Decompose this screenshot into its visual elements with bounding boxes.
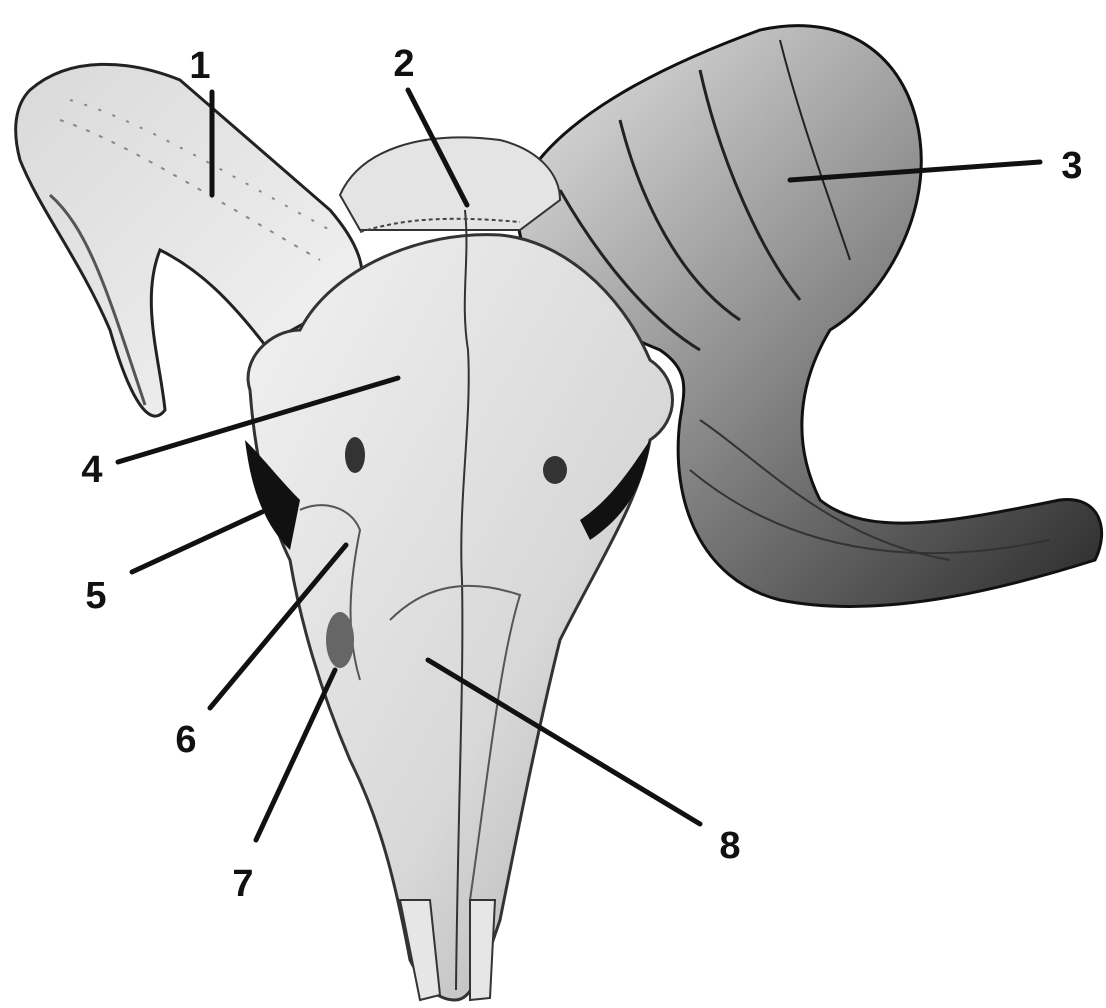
callout-label-8: 8	[719, 825, 740, 867]
callout-label-1: 1	[189, 45, 210, 87]
callout-label-7: 7	[232, 863, 253, 905]
callout-5: 5	[85, 512, 262, 617]
callout-label-2: 2	[393, 43, 414, 85]
callout-label-4: 4	[81, 449, 102, 491]
callout-label-3: 3	[1061, 145, 1082, 187]
callout-label-6: 6	[175, 719, 196, 761]
callout-7: 7	[232, 670, 335, 905]
callout-label-5: 5	[85, 575, 106, 617]
